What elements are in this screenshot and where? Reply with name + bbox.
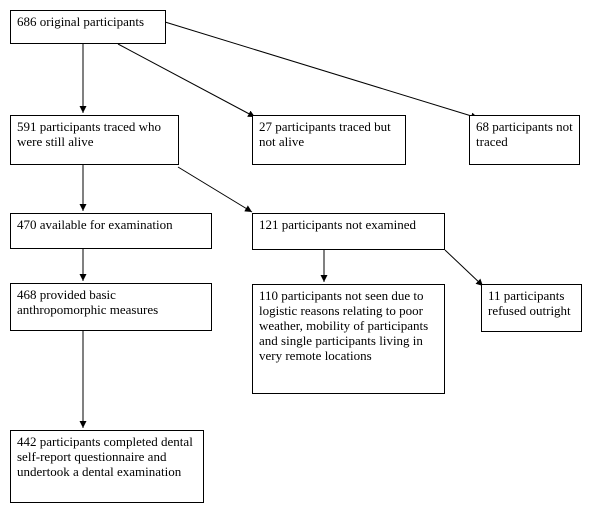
box-not-seen-logistic: 110 participants not seen due to logisti… [252,284,445,394]
box-not-traced: 68 participants not traced [469,115,580,165]
box-available-for-examination: 470 available for examination [10,213,212,249]
arrow-original-to-traced-not-alive [117,43,256,118]
arrow-not-examined-to-refused [444,249,484,287]
box-anthropomorphic-measures: 468 provided basic anthropomorphic measu… [10,283,212,331]
box-original-participants: 686 original participants [10,10,166,44]
box-refused-outright: 11 participants refused outright [481,284,582,332]
box-completed-dental-exam: 442 participants completed dental self-r… [10,430,204,503]
arrow-original-to-not-traced [164,21,479,120]
box-traced-not-alive: 27 participants traced but not alive [252,115,406,165]
arrow-traced-alive-to-not-examined [177,166,253,213]
box-traced-still-alive: 591 participants traced who were still a… [10,115,179,165]
box-not-examined: 121 participants not examined [252,213,445,250]
